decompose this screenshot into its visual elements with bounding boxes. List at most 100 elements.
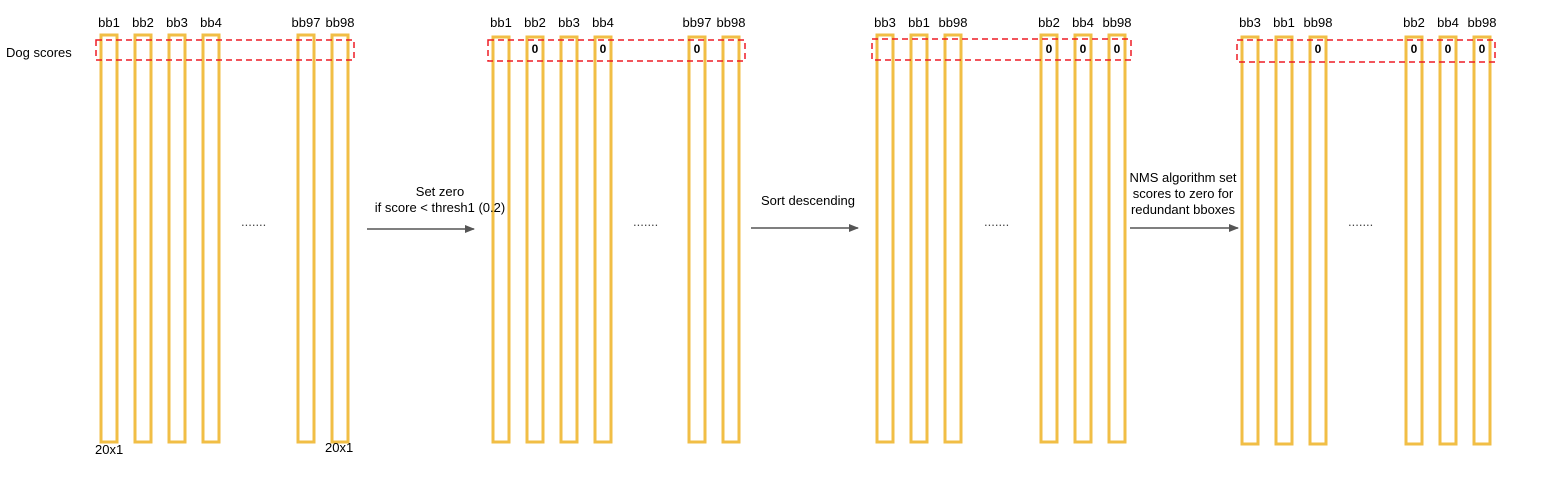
bbox-label: bb3 [874,15,896,30]
ellipsis: ....... [1348,214,1373,229]
score-vector [525,35,545,444]
bbox-label: bb3 [166,15,188,30]
bbox-label: bb97 [683,15,712,30]
bbox-label: bb3 [558,15,580,30]
score-vector [721,35,741,444]
score-column: bb98 [939,15,968,444]
score-column: bb4 [200,15,222,444]
score-vector [133,33,153,444]
score-column: bb1 [490,15,512,444]
bbox-label: bb1 [1273,15,1295,30]
score-vector [1438,35,1458,446]
step-description: Set zero [416,184,464,199]
zeroed-score: 0 [1315,42,1322,56]
score-vector [875,33,895,444]
score-column: bb2 0 [1038,15,1060,444]
score-column: bb4 0 [1437,15,1459,446]
score-vector [1073,33,1093,444]
stage-1: bb1 bb2 bb3 bb4 bb97 bb98....... 20x1 20x1 [95,15,355,457]
score-vector [687,35,707,444]
vector-dimension-label: 20x1 [325,440,353,455]
zeroed-score: 0 [1445,42,1452,56]
step-description: NMS algorithm set [1130,170,1237,185]
bbox-label: bb2 [1038,15,1060,30]
score-column: bb2 0 [524,15,546,444]
bbox-label: bb98 [1103,15,1132,30]
zeroed-score: 0 [600,42,607,56]
score-column: bb2 [132,15,154,444]
bbox-label: bb2 [524,15,546,30]
bbox-label: bb1 [490,15,512,30]
score-column: bb3 [874,15,896,444]
score-column: bb1 [908,15,930,444]
score-vector [1107,33,1127,444]
score-column: bb1 [98,15,120,444]
bbox-label: bb98 [717,15,746,30]
stage-2: bb1 bb2 0 bb3 bb4 0 bb97 0 bb98....... [487,15,746,444]
bbox-label: bb4 [592,15,614,30]
dog-score-row-highlight [95,39,355,61]
ellipsis: ....... [984,214,1009,229]
score-column: bb4 0 [1072,15,1094,444]
score-column: bb4 0 [592,15,614,444]
step-description: if score < thresh1 (0.2) [375,200,505,215]
zeroed-score: 0 [1411,42,1418,56]
zeroed-score: 0 [694,42,701,56]
score-vector [1404,35,1424,446]
transition-step-2: Sort descending [751,193,859,232]
score-vector [559,35,579,444]
bbox-label: bb4 [1072,15,1094,30]
score-vector [1308,35,1328,446]
score-vector [909,33,929,444]
score-vector [1472,35,1492,446]
bbox-label: bb98 [939,15,968,30]
step-description: Sort descending [761,193,855,208]
score-vector [1274,35,1294,446]
score-vector [167,33,187,444]
row-label: Dog scores [6,45,72,60]
score-vector [1240,35,1260,446]
score-column: bb3 [1239,15,1261,446]
score-column: bb98 0 [1103,15,1132,444]
score-column: bb1 [1273,15,1295,446]
zeroed-score: 0 [1080,42,1087,56]
zeroed-score: 0 [1114,42,1121,56]
bbox-label: bb1 [908,15,930,30]
score-column: bb3 [166,15,188,444]
zeroed-score: 0 [532,42,539,56]
bbox-label: bb98 [1468,15,1497,30]
bbox-label: bb97 [292,15,321,30]
score-vector [99,33,119,444]
score-vector [1039,33,1059,444]
score-vector [593,35,613,444]
bbox-label: bb98 [326,15,355,30]
score-column: bb3 [558,15,580,444]
vector-dimension-label: 20x1 [95,442,123,457]
score-vector [491,35,511,444]
bbox-label: bb2 [132,15,154,30]
score-column: bb97 0 [683,15,712,444]
bbox-label: bb1 [98,15,120,30]
ellipsis: ....... [633,214,658,229]
zeroed-score: 0 [1046,42,1053,56]
ellipsis: ....... [241,214,266,229]
dog-score-row-highlight [487,39,746,62]
score-vector [943,33,963,444]
bbox-label: bb4 [200,15,222,30]
score-vector [201,33,221,444]
score-vector [296,33,316,444]
bbox-label: bb3 [1239,15,1261,30]
stage-3: bb3 bb1 bb98 bb2 0 bb4 0 bb98 0....... [871,15,1132,444]
score-column: bb2 0 [1403,15,1425,446]
bbox-label: bb4 [1437,15,1459,30]
step-description: scores to zero for [1133,186,1234,201]
bbox-label: bb2 [1403,15,1425,30]
score-column: bb97 [292,15,321,444]
